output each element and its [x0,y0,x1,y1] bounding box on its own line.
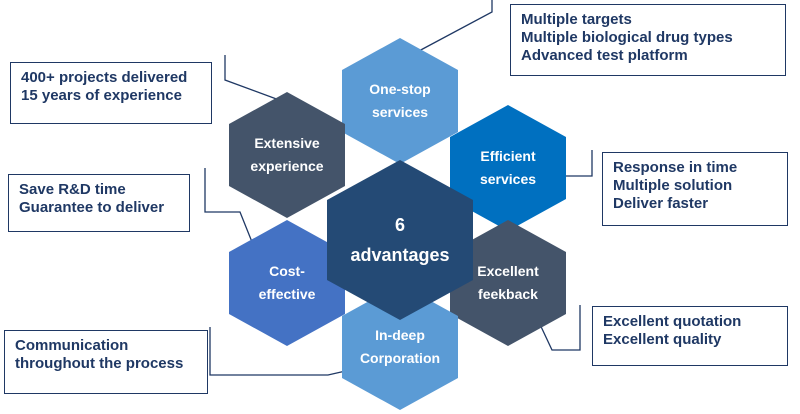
callout-line: 15 years of experience [21,87,182,104]
hex-text-line: services [479,171,537,187]
hexagon-efficient [450,105,566,231]
hexagon-label-efficient: Efficient services [450,137,566,199]
callout-line: throughout the process [15,355,184,372]
hex-text-line: Cost- [269,263,305,279]
connector-line-cost-effective [204,168,253,243]
callout-top-left: 400+ projects delivered 15 years of expe… [10,62,212,124]
callout-line: Response in time [613,159,738,176]
connector-line-excellent-feedback [536,305,581,351]
hex-text-line: In-deep [375,327,425,343]
center-title: advantages [350,245,450,265]
callout-line: Communication [15,337,129,354]
hex-text-line: experience [250,158,324,174]
hexagon-label-extensive: Extensive experience [229,124,345,186]
callout-line: Multiple solution [613,177,733,194]
callout-mid-left: Save R&D time Guarantee to deliver [8,174,190,232]
callout-bottom-left: Communication throughout the process [4,330,208,394]
hex-text-line: Efficient [480,148,536,164]
hexagon-label-cost-effective: Cost- effective [229,252,345,314]
hex-text-line: Excellent [477,263,539,279]
hex-text-line: effective [258,286,316,302]
hex-text-line: Corporation [359,350,441,366]
callout-mid-right: Response in time Multiple solution Deliv… [602,152,788,226]
hex-text-line: Extensive [254,135,320,151]
hexagon-in-deep [342,284,458,410]
callout-line: Save R&D time [19,181,126,198]
hexagon-label-in-deep: In-deep Corporation [342,316,458,378]
hexagon-label-center: 6 advantages [327,200,473,280]
hexagon-one-stop [342,38,458,164]
hexagon-label-excellent-feedback: Excellent feekback [450,252,566,314]
callout-line: Multiple targets [521,11,632,28]
hexagon-center [327,160,473,320]
hexagon-excellent-feedback [450,220,566,346]
hex-text-line: services [371,104,429,120]
callout-line: 400+ projects delivered [21,69,188,86]
callout-line: Excellent quotation [603,313,742,330]
connector-line-extensive [224,55,291,105]
hexagon-label-one-stop: One-stop services [342,70,458,132]
callout-line: Guarantee to deliver [19,199,165,216]
hexagon-extensive [229,92,345,218]
callout-bottom-right: Excellent quotation Excellent quality [592,306,788,366]
connector-line-one-stop [401,0,493,61]
connector-line-in-deep [209,327,351,376]
hex-text-line: feekback [478,286,538,302]
hexagon-cost-effective [229,220,345,346]
callout-line: Excellent quality [603,331,722,348]
hex-text-line: One-stop [369,81,431,97]
callout-line: Advanced test platform [521,47,688,64]
center-number: 6 [394,215,405,235]
callout-line: Deliver faster [613,195,709,212]
callout-top-right: Multiple targets Multiple biological dru… [510,4,786,76]
callout-line: Multiple biological drug types [521,29,733,46]
